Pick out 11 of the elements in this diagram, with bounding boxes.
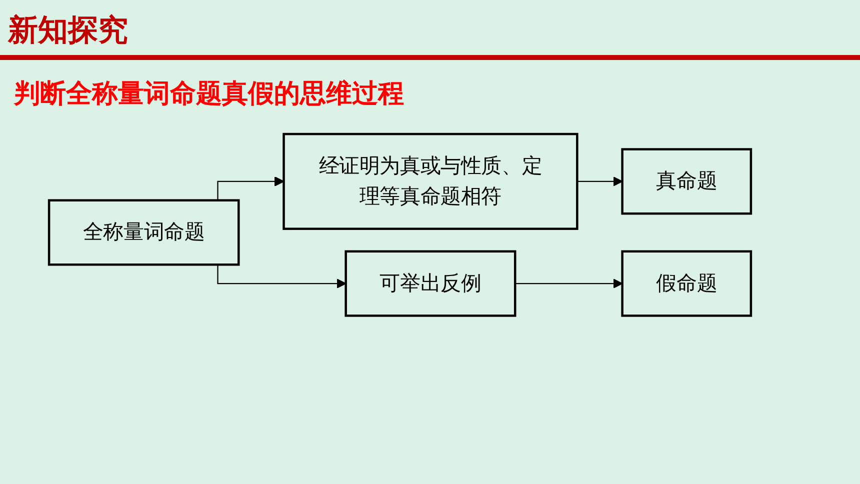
arrow <box>217 264 346 288</box>
node-box: 可举出反例 <box>344 250 516 317</box>
arrow <box>217 176 284 200</box>
arrow <box>576 176 623 186</box>
slide-title: 新知探究 <box>8 12 128 50</box>
node-box: 真命题 <box>621 148 752 215</box>
section-heading: 判断全称量词命题真假的思维过程 <box>14 78 404 111</box>
arrow <box>514 278 623 288</box>
node-box: 经证明为真或与性质、定理等真命题相符 <box>282 132 578 230</box>
node-box: 全称量词命题 <box>48 199 240 266</box>
node-box: 假命题 <box>621 250 752 317</box>
